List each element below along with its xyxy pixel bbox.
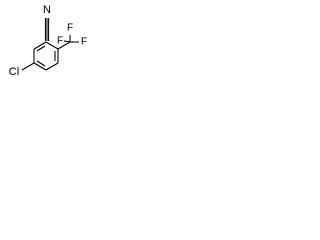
benzene-ring xyxy=(33,41,59,71)
nitrile-nitrogen-label: N xyxy=(43,4,51,16)
ring-bond-c4-c5 xyxy=(33,62,47,71)
chloro-bond xyxy=(21,62,35,71)
cf-bond-left xyxy=(63,40,71,43)
trifluoromethyl-group: F F F xyxy=(57,23,87,50)
chlorine-label: Cl xyxy=(9,66,19,78)
chemical-structure: N Cl F F F xyxy=(9,4,87,78)
ring-bond-c6-c1 xyxy=(33,41,47,50)
ring-bond-c1-c2 xyxy=(45,41,59,50)
cf3-bond xyxy=(57,41,71,50)
nitrile-group: N xyxy=(43,4,51,41)
ring-double-bond-c6-c1 xyxy=(36,45,46,52)
fluorine-right-label: F xyxy=(81,37,87,48)
chloro-group: Cl xyxy=(9,62,35,78)
fluorine-top-label: F xyxy=(67,23,73,34)
ring-bond-c3-c4 xyxy=(45,62,59,71)
fluorine-left-label: F xyxy=(57,36,63,47)
ring-double-bond-c4-c5 xyxy=(36,60,46,67)
